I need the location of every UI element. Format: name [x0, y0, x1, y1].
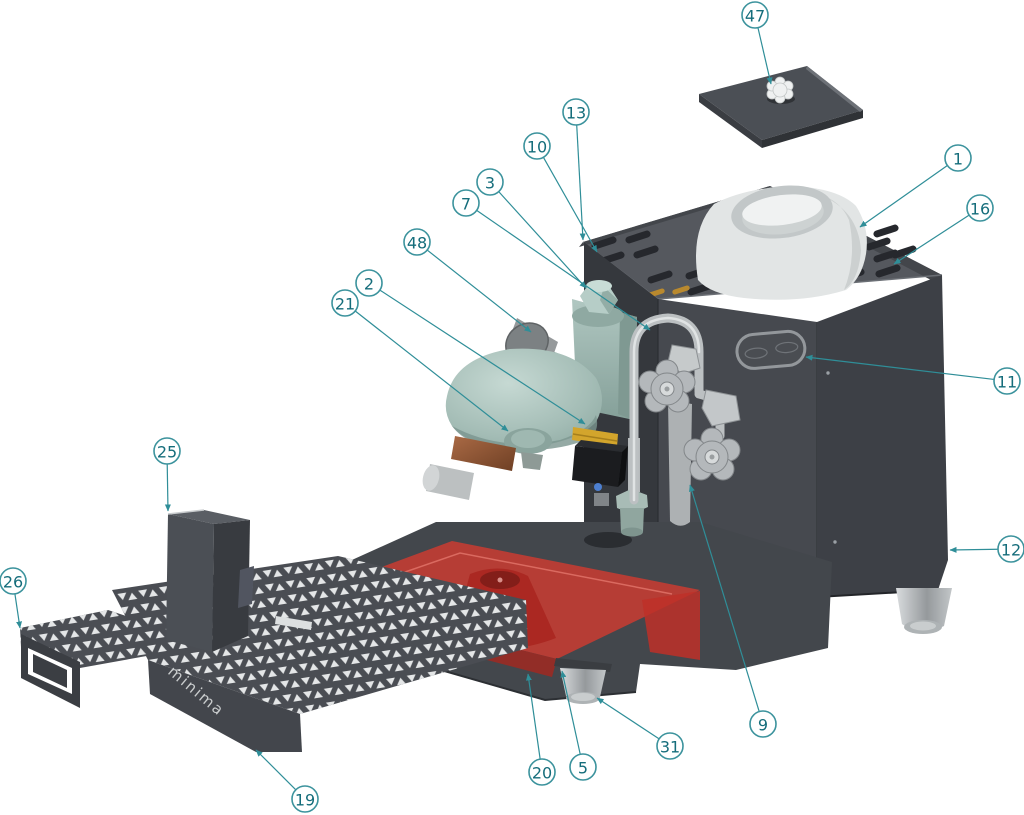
callout-circle-5	[569, 753, 597, 781]
solenoid-led	[594, 483, 602, 491]
union-fitting	[701, 389, 741, 427]
callout-2: 2	[355, 269, 586, 425]
callout-7: 7	[452, 189, 651, 331]
leader-line-16	[893, 214, 970, 265]
callout-26: 26	[0, 567, 27, 629]
callout-13: 13	[562, 98, 590, 241]
water-tank-lid	[699, 66, 863, 148]
leader-line-25	[164, 463, 171, 512]
steam-knob-upper	[638, 359, 696, 413]
callout-31: 31	[596, 697, 684, 760]
callout-circle-7	[452, 189, 480, 217]
callout-number-25: 25	[157, 443, 177, 462]
leader-line-13	[576, 124, 586, 241]
callout-1: 1	[859, 144, 972, 228]
leader-line-47	[757, 27, 773, 85]
steam-knob-lower	[683, 427, 741, 481]
callout-12: 12	[949, 535, 1024, 563]
lid-knob	[766, 76, 794, 104]
rear-foot	[896, 588, 952, 634]
callout-number-7: 7	[461, 195, 471, 214]
water-tank	[696, 185, 867, 300]
portafilter-spout	[521, 452, 543, 470]
callout-21: 21	[331, 289, 509, 432]
callout-number-1: 1	[953, 150, 963, 169]
callout-9: 9	[689, 484, 777, 738]
callout-number-10: 10	[527, 138, 547, 157]
leader-line-31	[596, 697, 660, 740]
callout-circle-20	[528, 758, 556, 786]
leader-line-26	[14, 593, 23, 629]
callout-number-20: 20	[532, 764, 552, 783]
leader-line-3	[498, 191, 587, 289]
leader-line-21	[354, 310, 509, 432]
leader-line-20	[525, 673, 541, 760]
leader-line-11	[805, 354, 995, 381]
callout-number-47: 47	[745, 7, 765, 26]
callout-circle-1	[944, 144, 972, 172]
callout-circle-9	[749, 710, 777, 738]
callout-circle-31	[656, 732, 684, 760]
callout-20: 20	[525, 673, 556, 786]
valve-stem	[668, 400, 692, 526]
leader-line-19	[255, 749, 297, 791]
cup-rail-extension	[20, 610, 152, 708]
callout-19: 19	[255, 749, 319, 813]
steam-valve-assembly	[629, 313, 741, 526]
callout-47: 47	[741, 1, 773, 85]
callout-11: 11	[805, 354, 1021, 395]
callout-circle-21	[331, 289, 359, 317]
callout-number-2: 2	[364, 275, 374, 294]
callout-circle-25	[153, 437, 181, 465]
callout-16: 16	[893, 194, 994, 265]
leader-line-10	[542, 157, 598, 253]
brew-group	[422, 280, 648, 537]
leader-line-12	[949, 546, 999, 553]
front-foot	[554, 658, 612, 704]
callout-3: 3	[476, 168, 587, 289]
callout-circle-13	[562, 98, 590, 126]
callout-circle-48	[403, 228, 431, 256]
leader-line-5	[560, 670, 581, 755]
callout-number-12: 12	[1001, 541, 1021, 560]
callout-number-16: 16	[970, 200, 990, 219]
callout-number-9: 9	[758, 716, 768, 735]
callout-number-3: 3	[485, 174, 495, 193]
callout-number-19: 19	[295, 791, 315, 810]
leader-line-1	[859, 164, 948, 228]
callout-circle-26	[0, 567, 27, 595]
leader-line-2	[379, 289, 586, 425]
accessory-bracket	[166, 509, 254, 652]
callout-number-48: 48	[407, 234, 427, 253]
callout-5: 5	[560, 670, 597, 781]
power-switch-plate	[735, 329, 807, 370]
solenoid-valve	[572, 440, 628, 506]
callout-circle-12	[997, 535, 1024, 563]
callout-number-31: 31	[660, 738, 680, 757]
callout-number-21: 21	[335, 295, 355, 314]
portafilter	[422, 428, 552, 500]
leader-line-9	[689, 484, 760, 712]
callout-circle-47	[741, 1, 769, 29]
callout-10: 10	[523, 132, 598, 253]
callout-circle-11	[993, 367, 1021, 395]
callout-25: 25	[153, 437, 181, 512]
callout-number-5: 5	[578, 759, 588, 778]
callout-number-26: 26	[3, 573, 23, 592]
callout-48: 48	[403, 228, 532, 333]
portafilter-handle	[451, 436, 516, 471]
callout-number-13: 13	[566, 104, 586, 123]
leader-line-7	[476, 209, 651, 331]
callout-circle-16	[966, 194, 994, 222]
callout-circle-10	[523, 132, 551, 160]
wand-pass-hole	[584, 532, 632, 548]
callout-circle-2	[355, 269, 383, 297]
callout-circle-19	[291, 785, 319, 813]
group-dome	[445, 348, 602, 448]
callout-circle-3	[476, 168, 504, 196]
leader-line-48	[426, 249, 532, 333]
callout-number-11: 11	[997, 373, 1017, 392]
